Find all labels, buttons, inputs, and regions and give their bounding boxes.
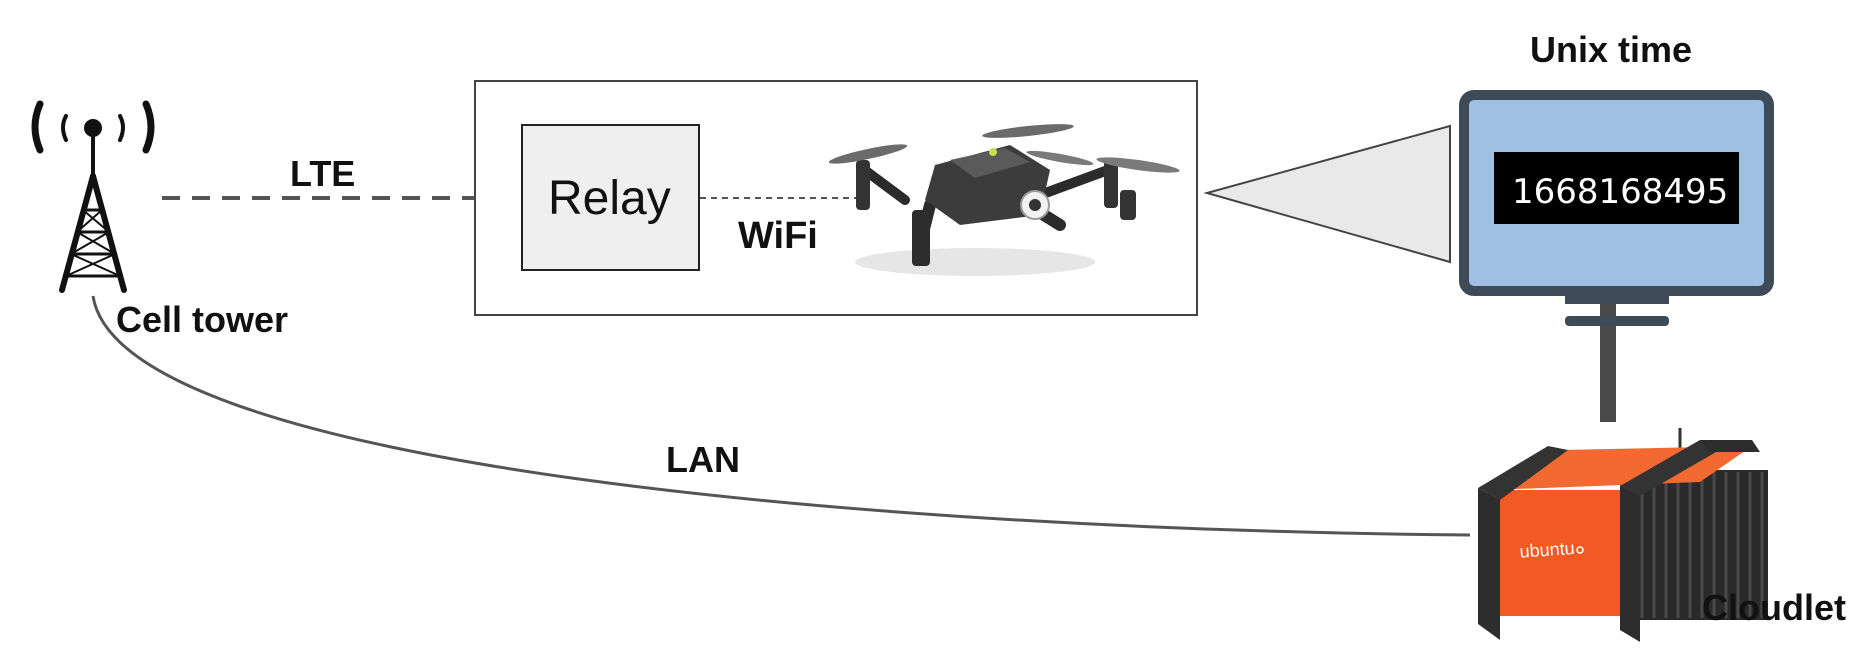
drone-icon <box>828 124 1180 276</box>
wifi-label: WiFi <box>738 215 818 257</box>
monitor-icon <box>1459 90 1774 422</box>
lan-link <box>91 295 1471 537</box>
ubuntu-logo-icon <box>1576 546 1584 554</box>
unix-time-value: 1668168495 <box>1512 172 1728 212</box>
lan-label: LAN <box>666 439 740 480</box>
cell-tower-label: Cell tower <box>116 299 288 340</box>
cloudlet-brand-logo: ubuntu <box>1519 538 1575 562</box>
relay-label: Relay <box>548 172 671 225</box>
cloudlet-label: Cloudlet <box>1702 587 1846 628</box>
relay-box <box>521 124 700 271</box>
lte-label: LTE <box>290 153 355 194</box>
unix-time-display <box>1494 152 1739 224</box>
camera-view-cone <box>1203 124 1451 264</box>
cloudlet-server-icon <box>1478 428 1768 642</box>
unix-time-title: Unix time <box>1530 29 1692 70</box>
cell-tower-icon <box>31 100 155 293</box>
